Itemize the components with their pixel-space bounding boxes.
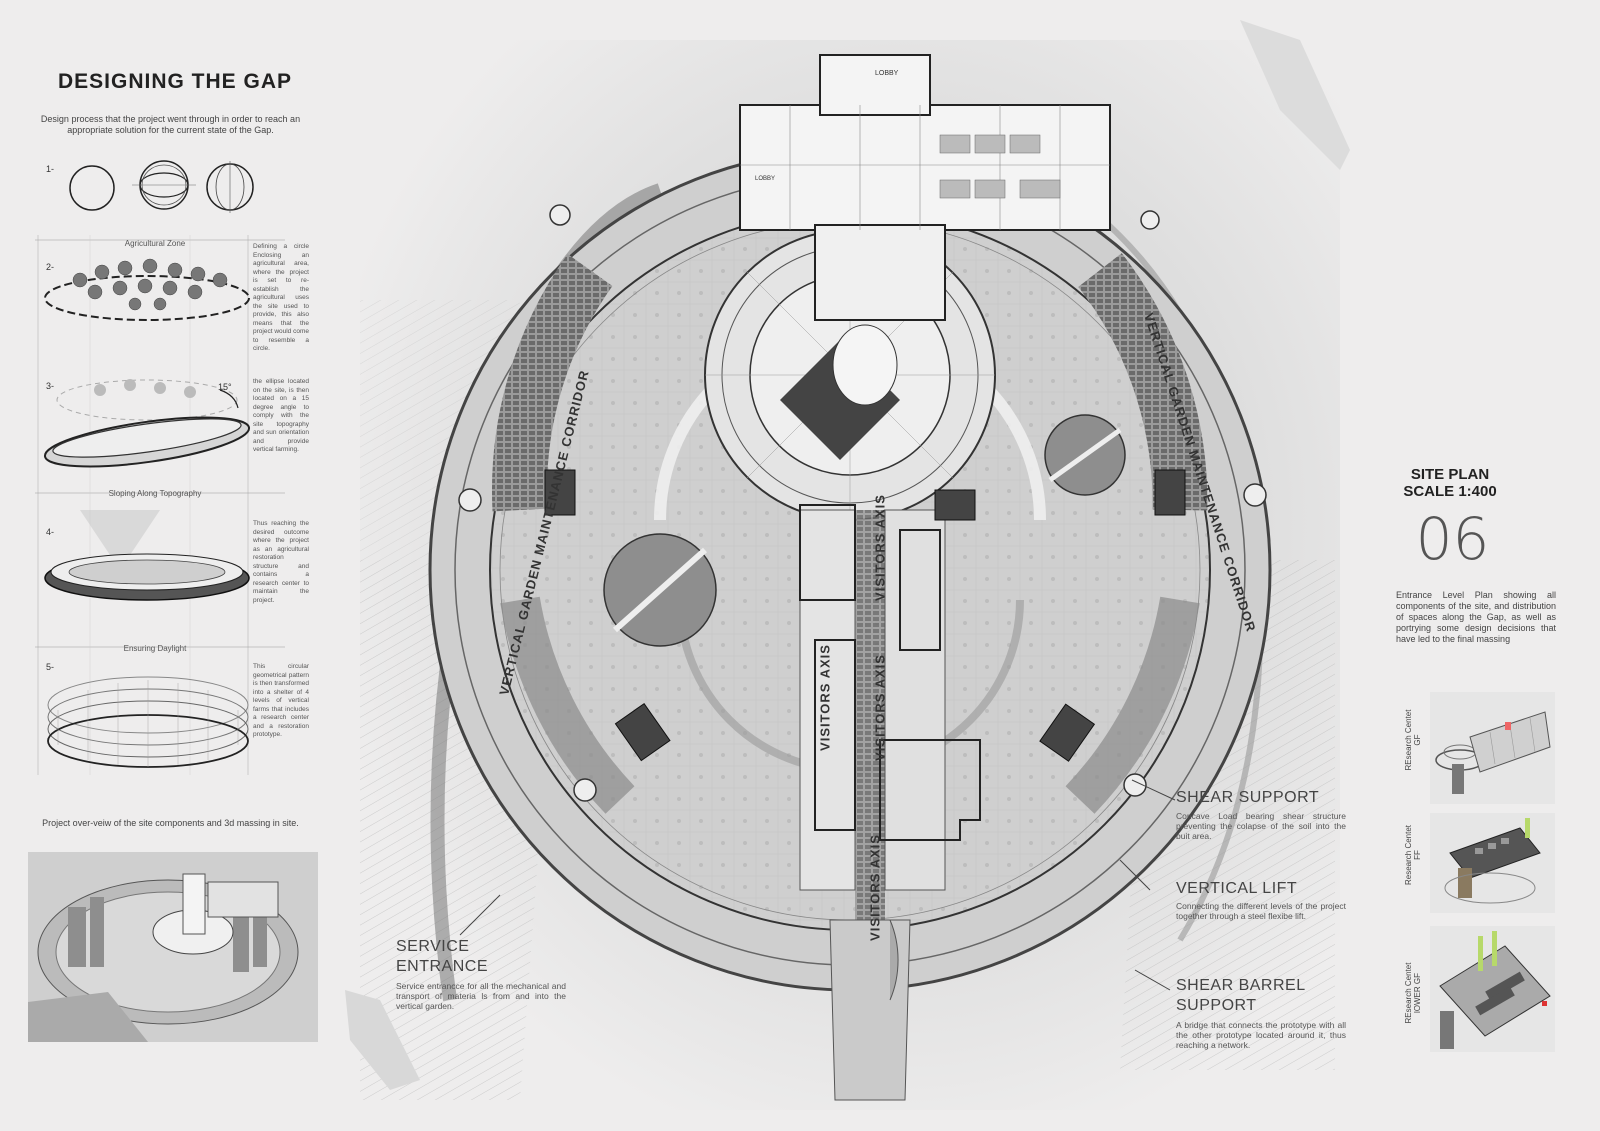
step-2-agricultural-ellipse-diagram [44, 258, 250, 321]
vertical-lift-desc: Connecting the different levels of the p… [1176, 901, 1346, 921]
design-process-panel: DESIGNING THE GAP Design process that th… [0, 0, 340, 1131]
site-plan-drawing: LOBBY LOBBY [428, 54, 1272, 1101]
shear-support-title: SHEAR SUPPORT [1176, 789, 1320, 806]
thumb-research-ff [1430, 813, 1555, 913]
vertical-lift-title: VERTICAL LIFT [1176, 880, 1298, 897]
service-entrance-desc: Service entrancce for all the mechanical… [396, 981, 566, 1011]
thumb-label-gf: REsearch Centet GF [1404, 709, 1422, 771]
step-4-number: 4- [46, 527, 55, 537]
panel-title: DESIGNING THE GAP [57, 70, 293, 93]
site-plan-description: Entrance Level Plan showing all componen… [1396, 590, 1556, 644]
zone-label-agricultural: Agricultural Zone [124, 239, 186, 248]
step-3-caption: the ellipse located on the site, is then… [253, 378, 309, 453]
thumb-label-ff: Research Centet FF [1404, 824, 1422, 886]
research-center-building [739, 104, 1111, 231]
step-4-sloped-ring-diagram [44, 510, 250, 601]
visitor-rooms-left-top [799, 504, 856, 601]
svg-text:LOBBY: LOBBY [755, 176, 775, 182]
thumb-research-gf [1430, 692, 1555, 804]
lobby-label: LOBBY [875, 70, 899, 77]
overview-caption: Project over-veiw of the site components… [42, 818, 299, 828]
stair-cores [544, 469, 1186, 762]
thumb-research-lower-gf [1430, 926, 1555, 1052]
service-entrance-title: SERVICE ENTRANCE [396, 938, 489, 975]
step-4-caption: Thus reaching the desired outcome where … [253, 520, 309, 604]
step-1-circles-diagram [69, 160, 254, 213]
step-1-number: 1- [46, 164, 55, 174]
planting-beds-left [492, 254, 613, 512]
process-guide-lines [35, 235, 285, 775]
shear-barrel-title: SHEAR BARREL SUPPORT [1176, 977, 1306, 1014]
panel-intro: Design process that the project went thr… [40, 114, 301, 135]
support-nodes [458, 204, 1267, 802]
step-3-angle-label: 15° [218, 382, 232, 392]
zone-label-daylight: Ensuring Daylight [123, 644, 187, 653]
zone-label-sloping: Sloping Along Topography [108, 489, 202, 498]
step-5-caption: This circular geometrical pattern is the… [253, 663, 309, 738]
step-2-number: 2- [46, 262, 55, 272]
step-5-shelter-diagram [47, 676, 249, 768]
thumb-label-lower-gf: REsearch Centet lOWER GF [1404, 962, 1422, 1024]
sheet-number: 06 [1415, 505, 1490, 573]
site-plan-title: SITE PLAN SCALE 1:400 [1403, 466, 1497, 500]
massing-3d-image [28, 852, 318, 1042]
step-5-number: 5- [46, 662, 55, 672]
step-2-caption: Defining a circle Enclosing an agricultu… [253, 243, 309, 352]
step-3-number: 3- [46, 381, 55, 391]
step-3-tilted-ellipse-diagram [43, 379, 251, 468]
shear-barrel-desc: A bridge that connects the prototype wit… [1176, 1020, 1346, 1050]
shear-support-desc: Concave Load bearing shear structure pre… [1176, 811, 1346, 841]
